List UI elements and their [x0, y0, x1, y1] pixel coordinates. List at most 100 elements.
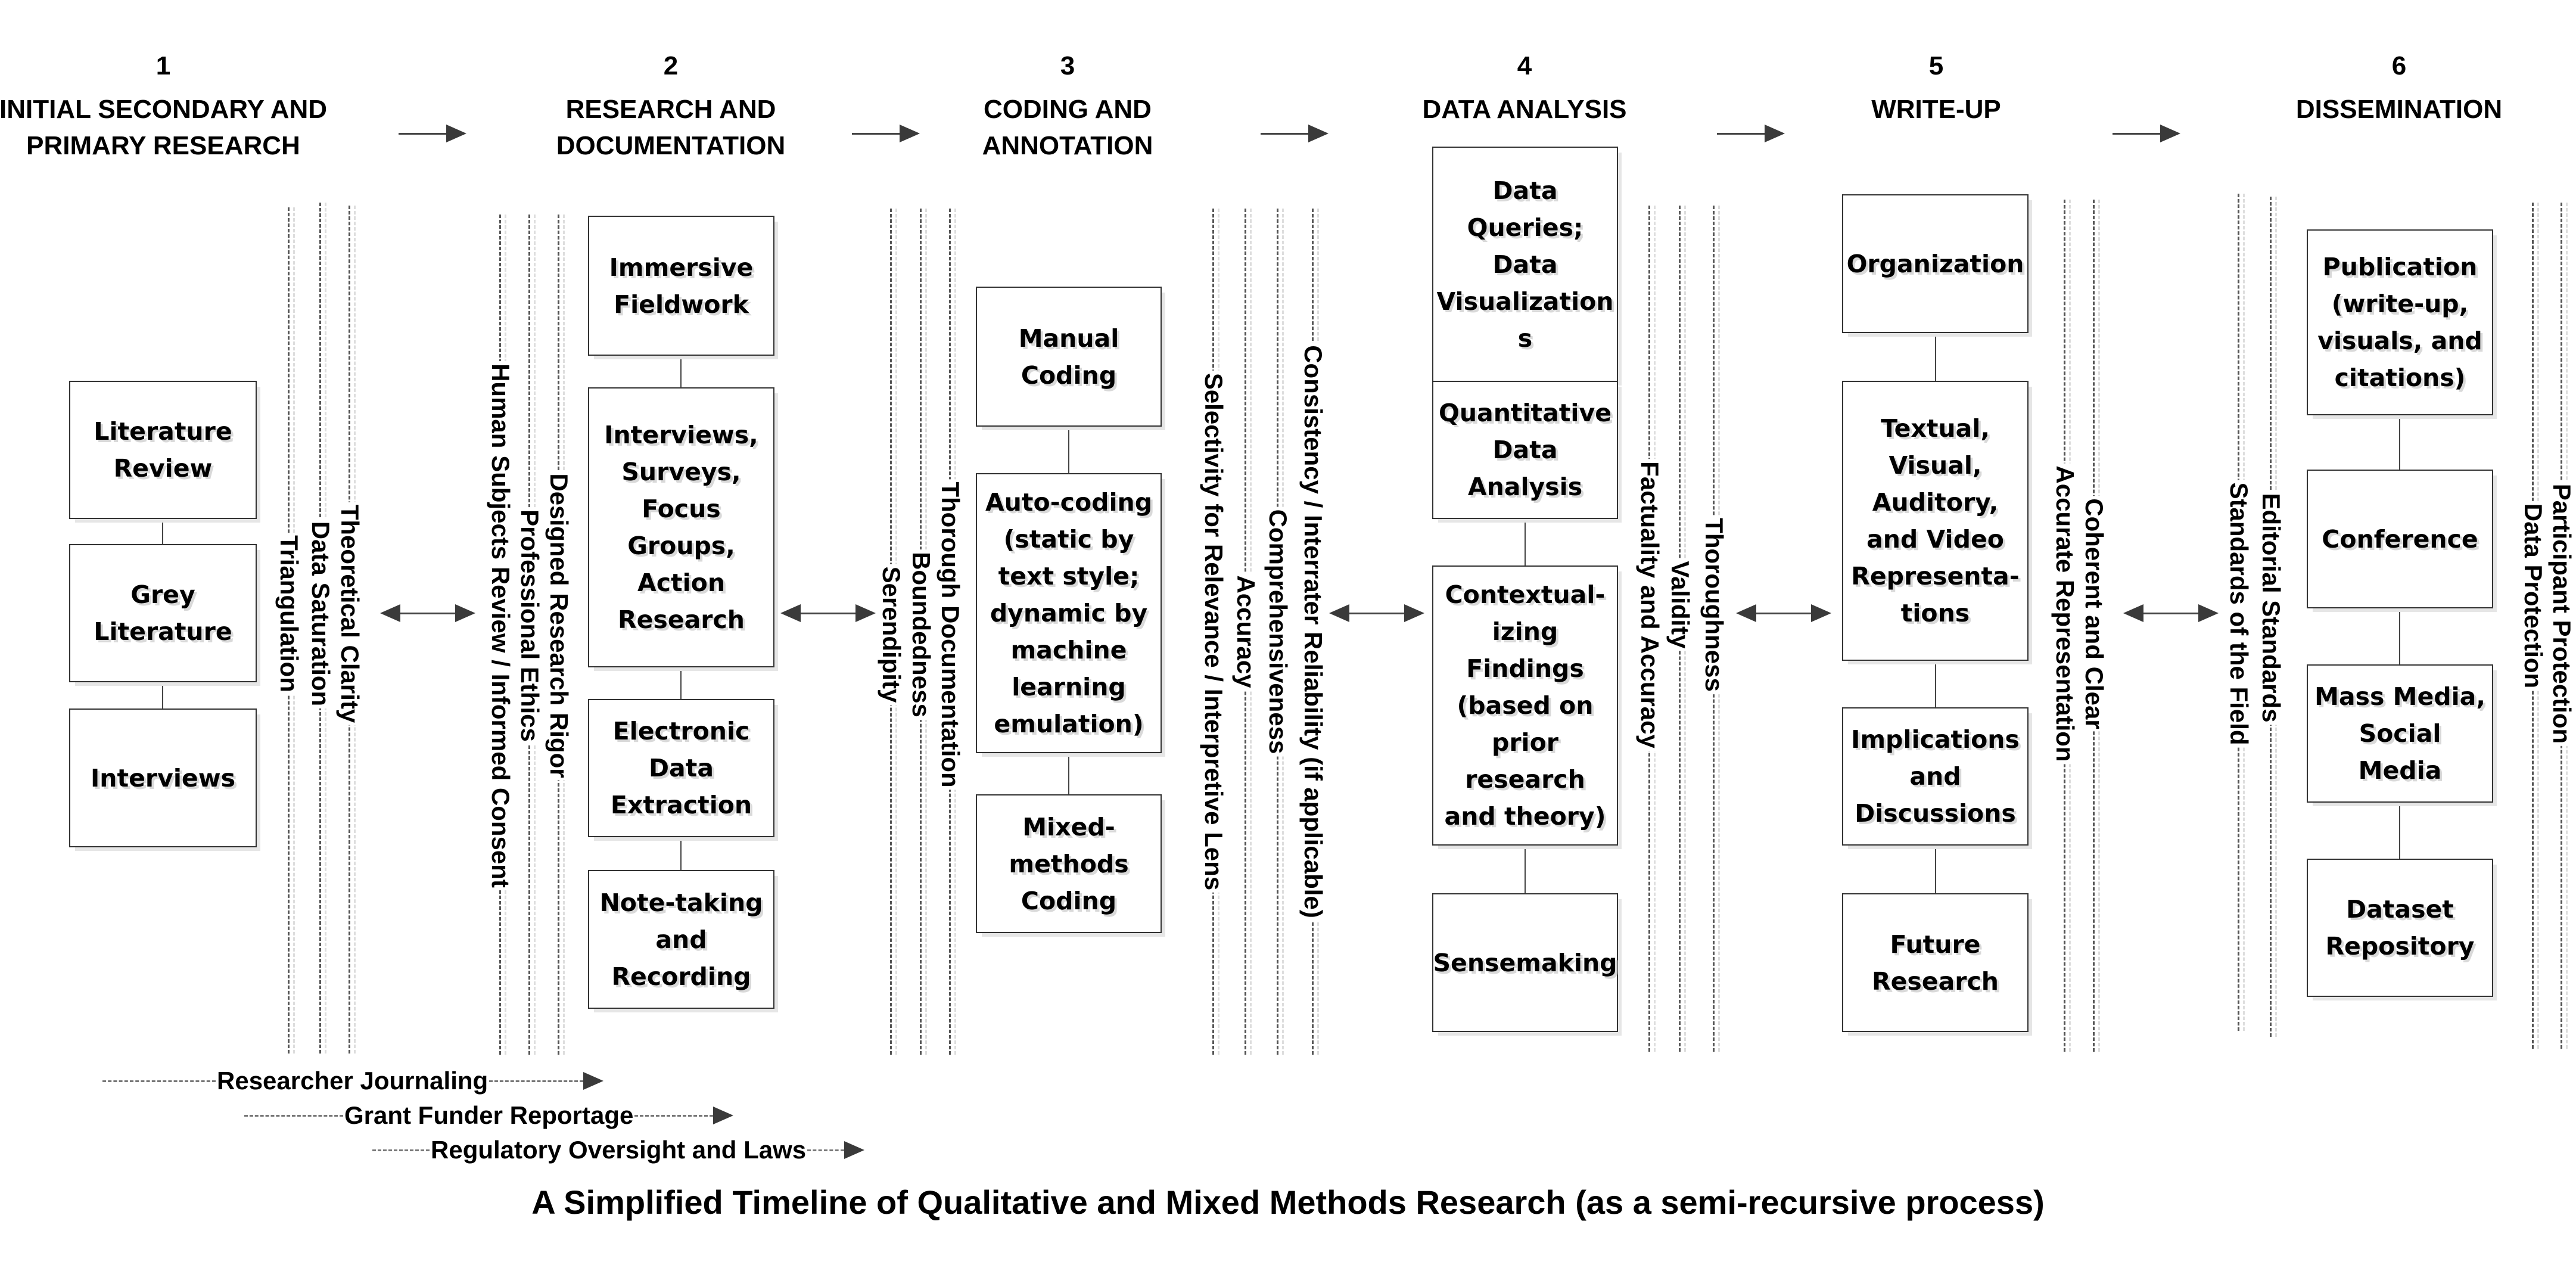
criterion-label: Boundedness: [907, 549, 935, 720]
stage-1-header: 1 INITIAL SECONDARY AND PRIMARY RESEARCH: [0, 48, 327, 164]
stage-3-header: 3 CODING AND ANNOTATION: [982, 48, 1153, 164]
recursive-arrow-icon: [1736, 604, 1831, 622]
connector: [2399, 608, 2400, 664]
stage-title: DISSEMINATION: [2295, 95, 2503, 124]
stage-arrow-icon: [1717, 125, 1785, 142]
connector: [2399, 415, 2400, 470]
criterion-label: Data Protection: [2519, 501, 2547, 691]
stage-arrow-icon: [1261, 125, 1329, 142]
criterion-label: Factuality and Accuracy: [1636, 459, 1664, 751]
stage-title: RESEARCH AND: [565, 95, 776, 124]
process-box: Contextual-izing Findings (based on prio…: [1432, 565, 1618, 846]
criterion-label: Selectivity for Relevance / Interpretive…: [1200, 370, 1228, 893]
criterion-label: Theoretical Clarity: [336, 502, 364, 726]
process-box: Literature Review: [69, 381, 257, 519]
process-box: Immersive Fieldwork: [588, 216, 774, 356]
stage-6-header: 6 DISSEMINATION: [2296, 48, 2502, 128]
stage-title: DATA ANALYSIS: [1422, 95, 1627, 124]
recursive-arrow-icon: [1329, 604, 1424, 622]
process-box: Manual Coding: [976, 287, 1162, 427]
recursive-arrow-icon: [2123, 604, 2219, 622]
connector: [1068, 753, 1069, 794]
stage-arrow-icon: [852, 125, 920, 142]
stage-number: 4: [1517, 51, 1532, 80]
criterion-label: Accuracy: [1232, 573, 1260, 691]
criterion-label: Professional Ethics: [516, 507, 544, 744]
criterion-label: Validity: [1666, 558, 1694, 651]
connector: [1935, 846, 1936, 893]
criterion-label: Thorough Documentation: [937, 479, 965, 790]
connector: [680, 837, 682, 870]
stage-number: 6: [2391, 51, 2407, 80]
stage-number: 5: [1928, 51, 1944, 80]
stage-arrow-icon: [399, 125, 466, 142]
criterion-label: Triangulation: [275, 533, 303, 695]
criterion-label: Thoroughness: [1700, 515, 1728, 694]
stage-arrow-icon: [2113, 125, 2180, 142]
connector: [1935, 333, 1936, 381]
criterion-label: Designed Research Rigor: [545, 471, 573, 781]
track-label: Regulatory Oversight and Laws: [431, 1136, 807, 1164]
connector: [1525, 519, 1526, 565]
process-box: Dataset Repository: [2307, 859, 2493, 997]
process-box: Mass Media, Social Media: [2307, 664, 2493, 803]
stage-number: 3: [1060, 51, 1075, 80]
connector: [1068, 427, 1069, 473]
process-box: Interviews, Surveys, Focus Groups, Actio…: [588, 387, 774, 667]
process-box: Grey Literature: [69, 544, 257, 682]
process-box: Implications and Discussions: [1842, 707, 2029, 846]
process-box: Conference: [2307, 470, 2493, 608]
process-box: Data Queries; Data Visualization s: [1432, 147, 1618, 382]
stage-4-header: 4 DATA ANALYSIS: [1422, 48, 1626, 128]
criterion-label: Consistency / Interrater Reliability (if…: [1299, 343, 1327, 921]
criterion-label: Editorial Standards: [2257, 490, 2285, 725]
process-box: Organization: [1842, 194, 2029, 333]
process-box: Interviews: [69, 708, 257, 847]
criterion-label: Accurate Representation: [2051, 463, 2079, 765]
stage-title: INITIAL SECONDARY AND: [0, 95, 328, 124]
stage-number: 1: [155, 51, 171, 80]
track-researcher-journaling: Researcher Journaling: [102, 1067, 604, 1095]
connector: [162, 682, 163, 708]
criterion-label: Participant Protection: [2548, 481, 2576, 747]
process-box: Sensemaking: [1432, 893, 1618, 1032]
process-box: Electronic Data Extraction: [588, 699, 774, 837]
track-label: Grant Funder Reportage: [344, 1101, 634, 1129]
process-box: Publication (write-up, visuals, and cita…: [2307, 229, 2493, 415]
process-box: Auto-coding (static by text style; dynam…: [976, 473, 1162, 753]
criterion-label: Serendipity: [878, 564, 906, 706]
process-box: Future Research: [1842, 893, 2029, 1032]
track-regulatory-oversight: Regulatory Oversight and Laws: [372, 1136, 865, 1164]
criterion-label: Human Subjects Review / Informed Consent: [487, 361, 515, 890]
stage-title: CODING AND: [984, 95, 1152, 124]
process-box: Quantitative Data Analysis: [1432, 381, 1618, 519]
stage-2-header: 2 RESEARCH AND DOCUMENTATION: [556, 48, 786, 164]
process-box: Mixed-methods Coding: [976, 794, 1162, 933]
process-box: Note-taking and Recording: [588, 870, 774, 1009]
connector: [162, 519, 163, 544]
stage-title: DOCUMENTATION: [556, 131, 786, 160]
track-grant-funder-reportage: Grant Funder Reportage: [244, 1101, 734, 1130]
recursive-arrow-icon: [780, 604, 876, 622]
stage-title: PRIMARY RESEARCH: [26, 131, 300, 160]
stage-title: WRITE-UP: [1871, 95, 2001, 124]
arrowhead-icon: [583, 1072, 604, 1090]
arrowhead-icon: [844, 1141, 865, 1159]
track-label: Researcher Journaling: [217, 1067, 489, 1095]
connector: [2399, 803, 2400, 859]
process-box: Textual, Visual, Auditory, and Video Rep…: [1842, 381, 2029, 661]
criterion-label: Comprehensiveness: [1264, 506, 1292, 757]
criterion-label: Coherent and Clear: [2080, 496, 2108, 732]
criterion-label: Standards of the Field: [2225, 480, 2253, 748]
recursive-arrow-icon: [380, 604, 475, 622]
connector: [1525, 846, 1526, 893]
stage-5-header: 5 WRITE-UP: [1871, 48, 2001, 128]
arrowhead-icon: [713, 1107, 734, 1124]
diagram-caption: A Simplified Timeline of Qualitative and…: [531, 1183, 2045, 1221]
connector: [1935, 661, 1936, 707]
criterion-label: Data Saturation: [307, 518, 335, 709]
stage-number: 2: [663, 51, 679, 80]
connector: [680, 356, 682, 387]
stage-title: ANNOTATION: [982, 131, 1153, 160]
connector: [680, 667, 682, 699]
